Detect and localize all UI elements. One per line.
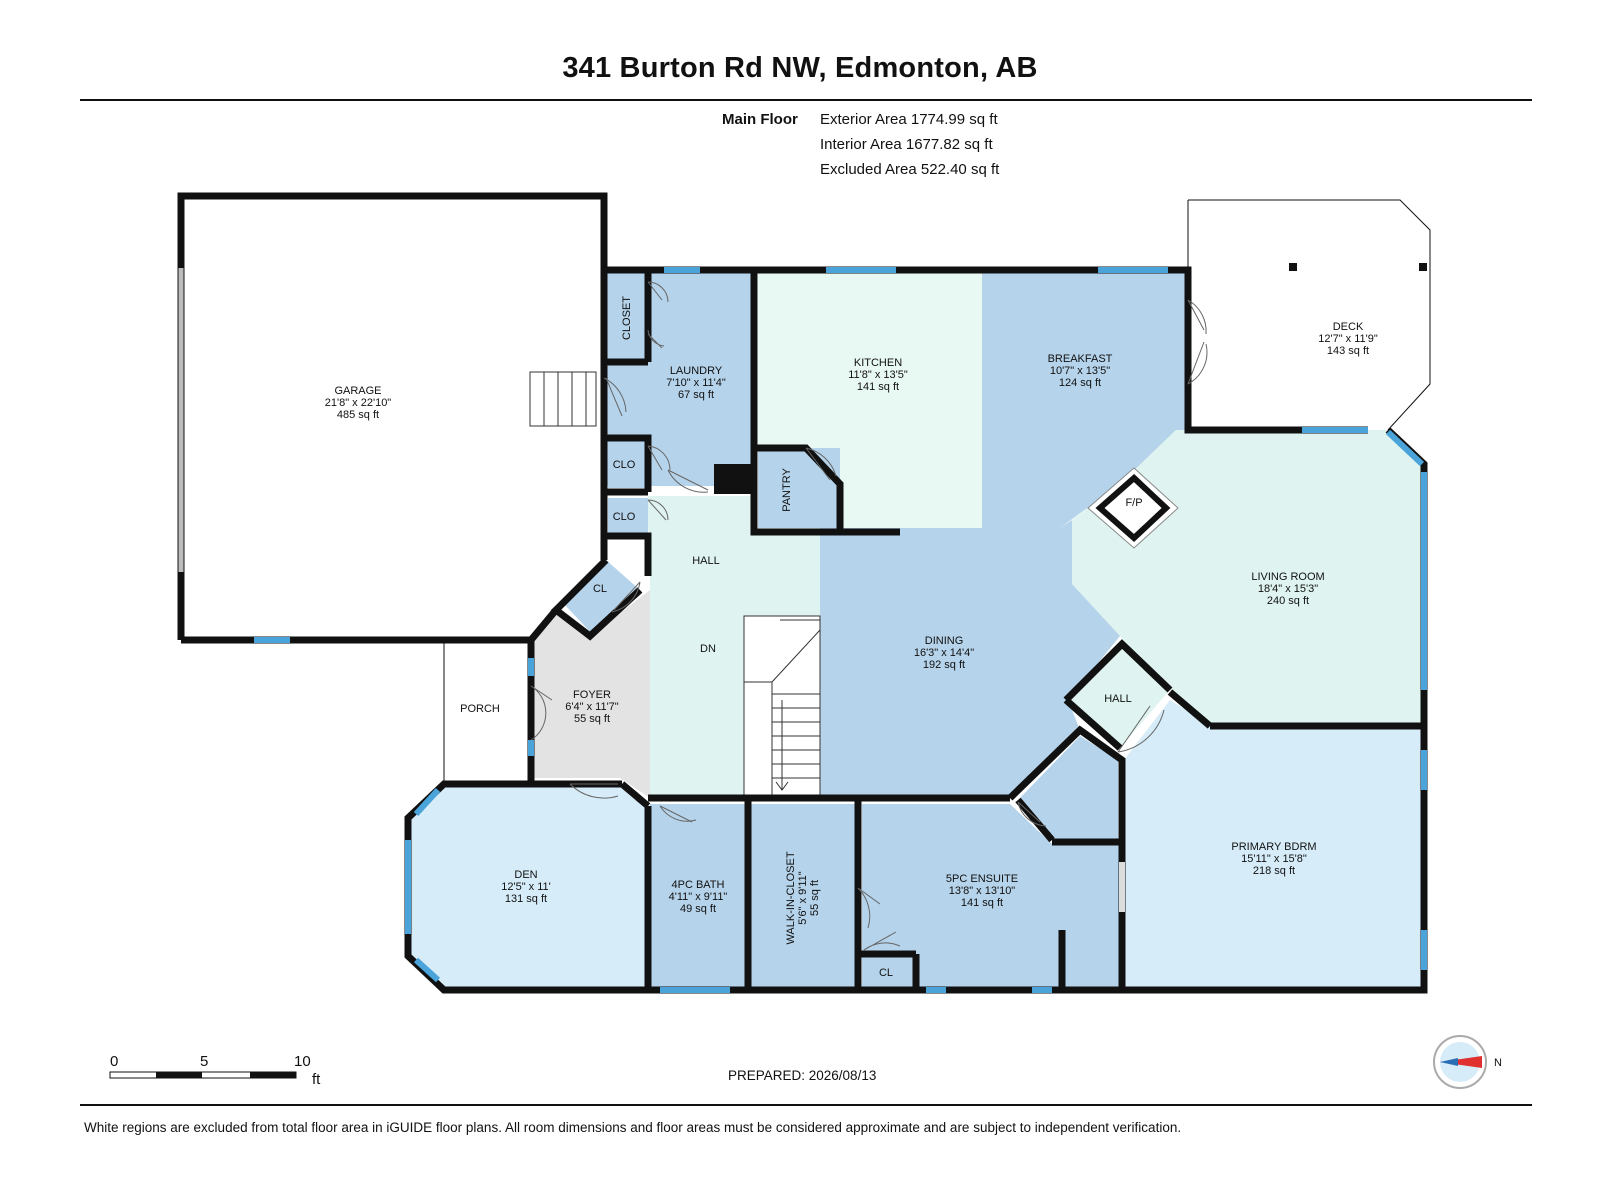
porch-label: PORCH — [460, 703, 500, 715]
room-labels: GARAGE 21'8" x 22'10" 485 sq ft LAUNDRY … — [325, 296, 1378, 979]
bath4-fill — [650, 804, 746, 990]
foyer-area: 55 sq ft — [574, 713, 610, 725]
ensuite-area: 141 sq ft — [961, 897, 1003, 909]
wic-area: 55 sq ft — [809, 880, 821, 916]
den-dims: 12'5" x 11' — [501, 881, 551, 893]
windows — [254, 267, 1427, 993]
footer-disclaimer: White regions are excluded from total fl… — [84, 1120, 1182, 1135]
hall2-label: HALL — [1104, 693, 1132, 705]
ensuite-name: 5PC ENSUITE — [946, 873, 1018, 885]
den-fill — [408, 784, 648, 990]
scale-tick-5: 5 — [200, 1053, 208, 1070]
dining-name: DINING — [925, 635, 964, 647]
cl-label: CL — [593, 583, 607, 595]
clo1-fill — [608, 440, 648, 488]
deck-post — [1289, 263, 1297, 271]
prepared-date: PREPARED: 2026/08/13 — [728, 1068, 877, 1083]
bath4-name: 4PC BATH — [672, 879, 725, 891]
deck-outline — [1187, 199, 1431, 431]
room-fills — [408, 270, 1424, 990]
closet-label: CLOSET — [621, 296, 633, 340]
clo-label: CLO — [613, 459, 636, 471]
clo-label: CLO — [613, 511, 636, 523]
bath4-dims: 4'11" x 9'11" — [669, 891, 728, 903]
wic-dims: 5'6" x 9'11" — [797, 871, 809, 924]
primary-fill — [1124, 700, 1424, 990]
ensuite-fill — [862, 804, 1122, 990]
breakfast-name: BREAKFAST — [1048, 353, 1113, 365]
den-area: 131 sq ft — [505, 893, 547, 905]
exterior-area: Exterior Area 1774.99 sq ft — [820, 111, 998, 128]
deck-dims: 12'7" x 11'9" — [1318, 333, 1378, 345]
scale-tick-0: 0 — [110, 1053, 118, 1070]
foyer-name: FOYER — [573, 689, 611, 701]
cl-fill — [564, 560, 640, 636]
breakfast-area: 124 sq ft — [1059, 377, 1101, 389]
pantry-fill — [758, 448, 840, 528]
deck-post — [1419, 263, 1427, 271]
kitchen-dims: 11'8" x 13'5" — [848, 369, 908, 381]
breakfast-dims: 10'7" x 13'5" — [1050, 365, 1110, 377]
excluded-area: Excluded Area 522.40 sq ft — [820, 161, 1000, 178]
hall-label: HALL — [692, 555, 720, 567]
fp-label: F/P — [1125, 497, 1142, 509]
laundry-dims: 7'10" x 11'4" — [666, 377, 726, 389]
compass-n-label: N — [1494, 1057, 1502, 1069]
floor-label: Main Floor — [722, 111, 798, 128]
living-name: LIVING ROOM — [1251, 571, 1324, 583]
garage-name: GARAGE — [334, 385, 381, 397]
primary-area: 218 sq ft — [1253, 865, 1295, 877]
interior-area: Interior Area 1677.82 sq ft — [820, 136, 993, 153]
primary-dims: 15'11" x 15'8" — [1241, 853, 1307, 865]
scale-unit: ft — [312, 1071, 321, 1088]
living-dims: 18'4" x 15'3" — [1258, 583, 1318, 595]
foyer-dims: 6'4" x 11'7" — [565, 701, 618, 713]
wic-name: WALK-IN-CLOSET — [785, 851, 797, 944]
wall-block — [714, 464, 754, 494]
dining-dims: 16'3" x 14'4" — [914, 647, 974, 659]
wic-fill — [750, 804, 856, 990]
footer-rule — [80, 1104, 1532, 1106]
cl2-fill — [864, 956, 916, 990]
dining-area: 192 sq ft — [923, 659, 965, 671]
scale-tick-10: 10 — [294, 1053, 311, 1070]
foyer-fill — [531, 590, 650, 798]
fireplace-icon — [1087, 467, 1179, 549]
header-rule — [80, 99, 1532, 101]
deck-name: DECK — [1333, 321, 1364, 333]
den-name: DEN — [514, 869, 537, 881]
stairs — [743, 615, 821, 799]
garage-dims: 21'8" x 22'10" — [325, 397, 392, 409]
garage-area: 485 sq ft — [337, 409, 379, 421]
kitchen-area: 141 sq ft — [857, 381, 899, 393]
ensuite-nook-fill — [1018, 736, 1118, 840]
breakfast-fill — [982, 270, 1188, 528]
compass-icon: N — [1433, 1035, 1502, 1089]
laundry-area: 67 sq ft — [678, 389, 714, 401]
kitchen-name: KITCHEN — [854, 357, 902, 369]
living-area: 240 sq ft — [1267, 595, 1309, 607]
laundry-name: LAUNDRY — [670, 365, 723, 377]
scale-bar: 0 5 10 ft — [109, 1053, 321, 1088]
dn-label: DN — [700, 643, 716, 655]
deck-area: 143 sq ft — [1327, 345, 1369, 357]
closet-fill — [608, 272, 648, 360]
ensuite-dims: 13'8" x 13'10" — [949, 885, 1016, 897]
garage-steps — [529, 371, 597, 427]
door-swings — [530, 281, 1208, 951]
cl-label: CL — [879, 967, 893, 979]
dining-fill — [820, 520, 1120, 798]
pantry-label: PANTRY — [781, 468, 793, 512]
bath4-area: 49 sq ft — [680, 903, 716, 915]
page-title: 341 Burton Rd NW, Edmonton, AB — [562, 52, 1038, 84]
clo2-fill — [608, 498, 648, 534]
porch-outline — [443, 639, 532, 785]
primary-name: PRIMARY BDRM — [1231, 841, 1316, 853]
